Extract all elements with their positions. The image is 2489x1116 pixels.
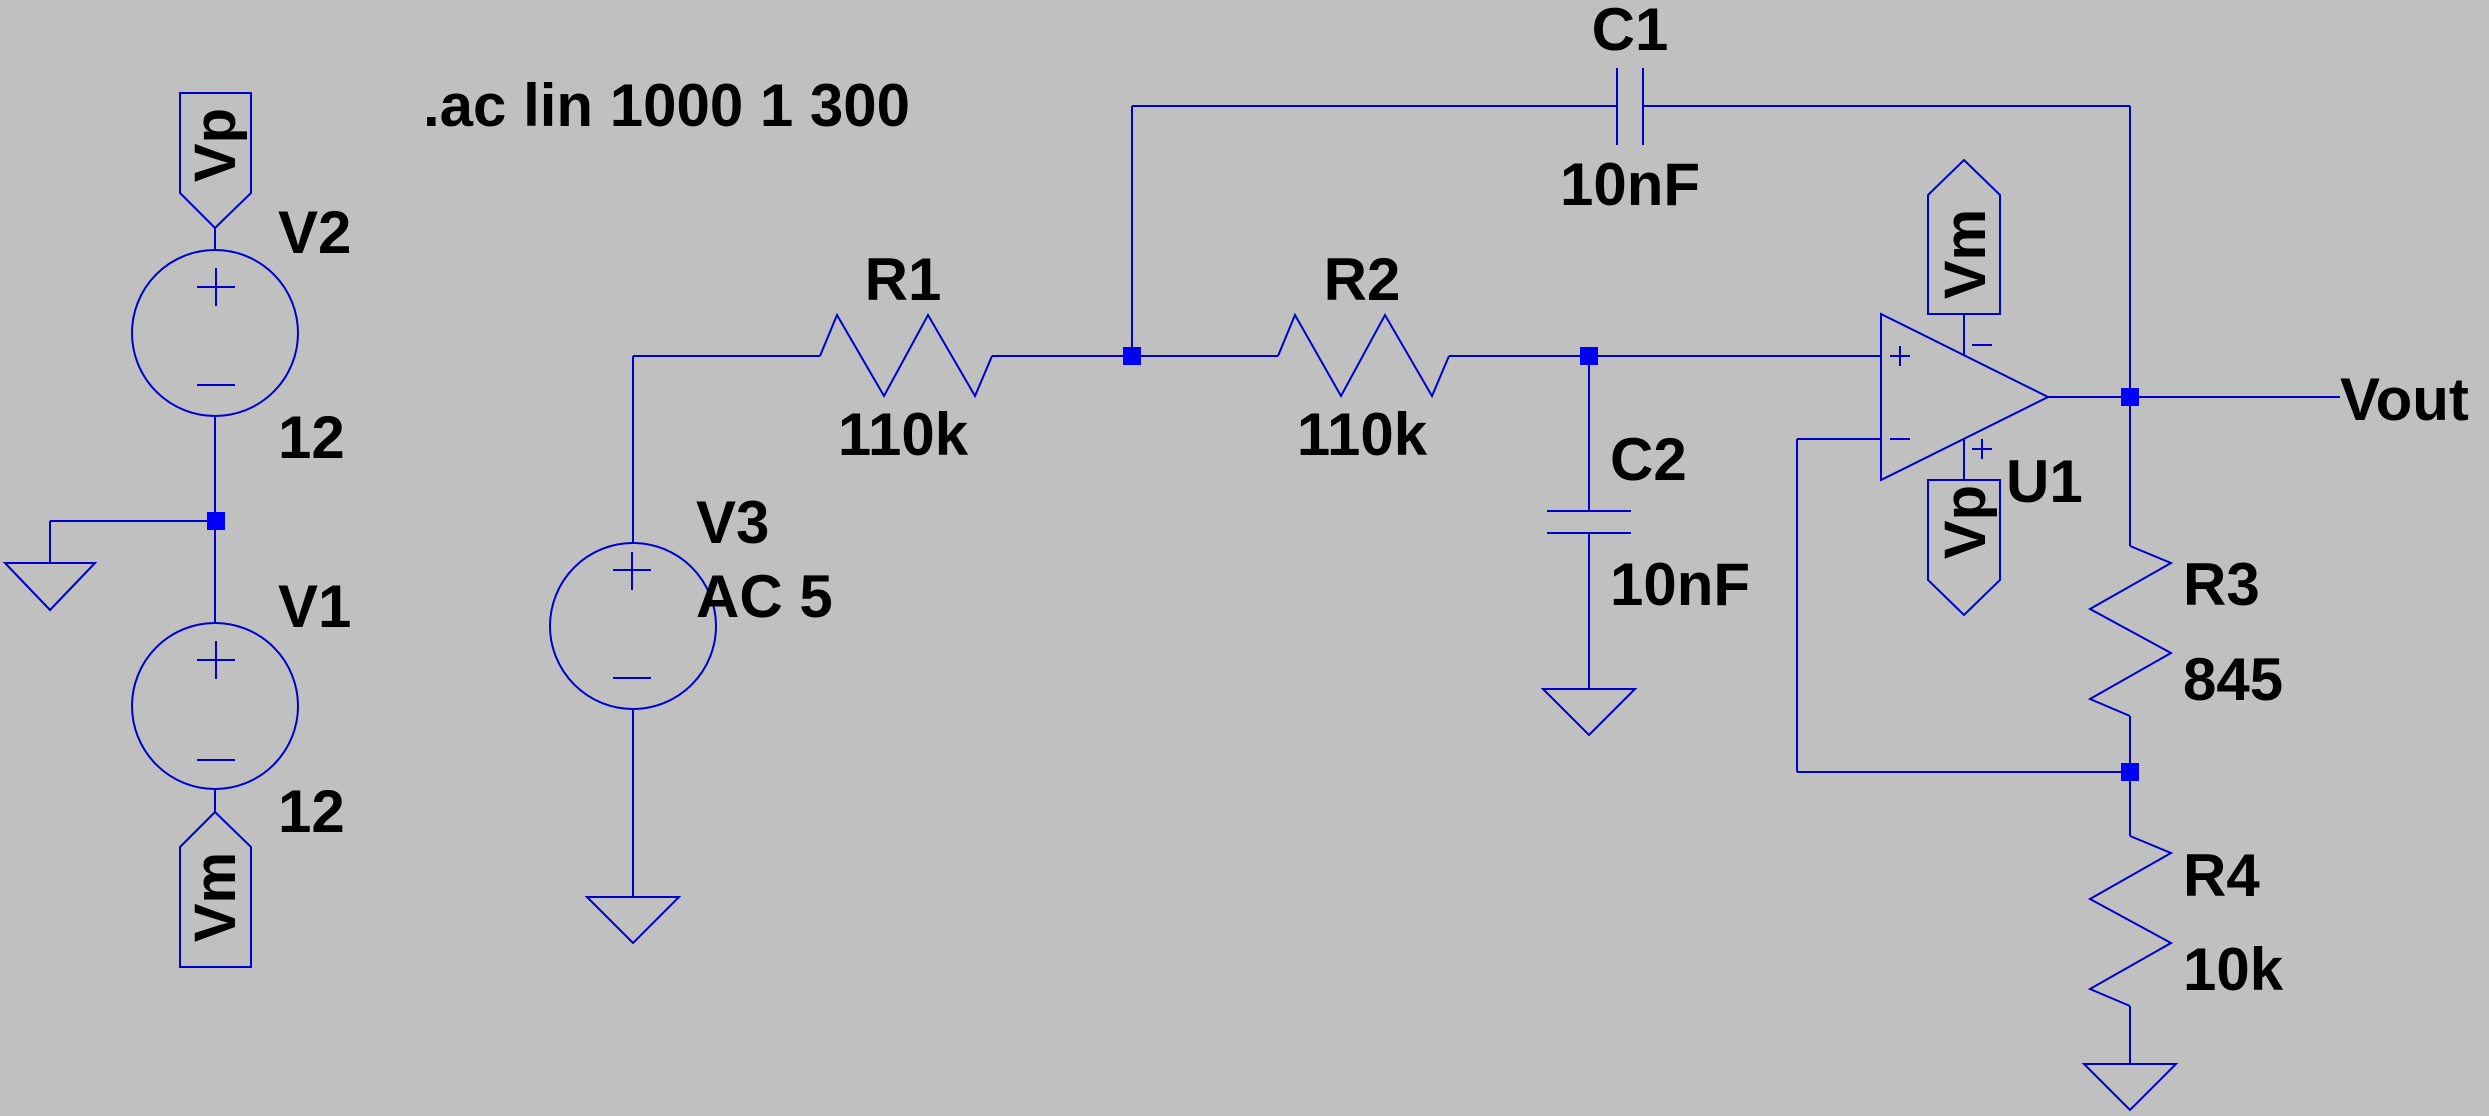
net-flag-icon [1927,158,2001,315]
net-flag-vm-opamp[interactable]: Vm [1927,158,2001,315]
net-flag-vp-top-label: Vp [183,108,248,182]
r2-value: 110k [1297,401,1428,468]
resistor-icon [2087,545,2174,717]
ground-icon [2081,1063,2179,1112]
r3-value: 845 [2183,646,2283,713]
c1-name: C1 [1592,0,1669,63]
spice-directive[interactable]: .ac lin 1000 1 300 [423,72,910,139]
c2-value: 10nF [1610,551,1750,618]
voltage-source-v1[interactable] [131,622,299,790]
resistor-r4[interactable] [2087,835,2174,1007]
net-flag-icon [1927,479,2001,617]
r1-name: R1 [865,246,942,313]
ground-icon [1540,688,1638,737]
v2-value: 12 [278,404,345,471]
capacitor-c1[interactable] [1616,68,1644,145]
resistor-icon [819,312,993,399]
resistor-icon [1277,312,1450,399]
r1-value: 110k [838,401,969,468]
ground-icon [2,562,98,612]
v3-name: V3 [696,489,769,556]
ground-icon [584,896,682,945]
junction-icon [207,512,225,530]
resistor-r3[interactable] [2087,545,2174,717]
r3-name: R3 [2183,551,2260,618]
net-flag-vp-opamp-label: Vp [1933,485,1998,559]
net-flag-vm-bottom[interactable]: Vm [179,810,252,968]
r4-value: 10k [2183,936,2284,1003]
capacitor-c2[interactable] [1547,510,1631,534]
vout-label[interactable]: Vout [2340,366,2469,433]
r4-name: R4 [2183,842,2260,909]
u1-name: U1 [2006,448,2083,515]
resistor-icon [2087,835,2174,1007]
input-source-group: V3 AC 5 [549,356,833,945]
net-flag-vm-bottom-label: Vm [183,852,248,942]
net-flag-vp-top[interactable]: Vp [179,92,252,230]
v3-value: AC 5 [696,563,833,630]
v1-value: 12 [278,778,345,845]
net-flag-icon [179,810,252,968]
net-flag-vp-opamp[interactable]: Vp [1927,479,2001,617]
voltage-source-v2[interactable] [131,249,299,417]
junction-icon [2121,388,2139,406]
r2-name: R2 [1324,246,1401,313]
resistor-r1[interactable] [819,312,993,399]
net-flag-vm-opamp-label: Vm [1933,209,1998,299]
v2-name: V2 [278,199,351,266]
resistor-r2[interactable] [1277,312,1450,399]
c1-value: 10nF [1560,151,1700,218]
opamp-u1[interactable] [1880,312,2051,482]
power-supply-group: Vp V2 12 V1 12 Vm [2,92,351,968]
net-flag-icon [179,92,252,230]
v1-name: V1 [278,573,351,640]
c2-name: C2 [1610,426,1687,493]
opamp-icon [1880,312,2051,482]
voltage-source-v3[interactable] [549,542,717,710]
